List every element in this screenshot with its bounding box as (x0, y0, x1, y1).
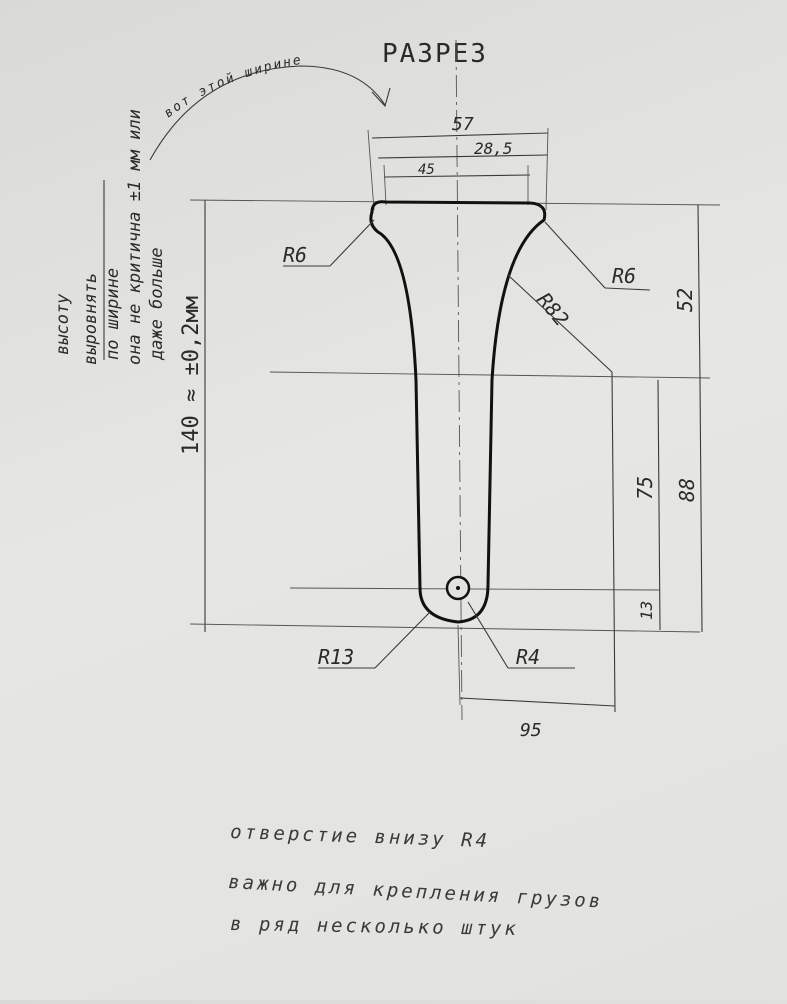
note-line-3: в ряд несколько штук (230, 913, 519, 940)
left-note-3: по ширине (103, 268, 123, 360)
dim-75: 75 (633, 476, 657, 500)
section-title: РАЗРЕЗ (382, 39, 488, 69)
radius-r13: R13 (318, 645, 354, 669)
dim-95: 95 (520, 720, 542, 741)
left-note-5: даже больше (147, 247, 167, 361)
note-line-2: важно для крепления грузов (228, 871, 604, 913)
part-section (369, 200, 547, 624)
radius-r6-left: R6 (283, 243, 307, 267)
radius-r4: R4 (516, 645, 540, 669)
height-label: 140 ≈ ±0,2мм (179, 296, 204, 455)
width-note-arrow (149, 65, 386, 161)
left-note-1: высоту (53, 293, 73, 355)
dim-52: 52 (673, 288, 697, 312)
width-note: вот этой ширине (161, 53, 304, 122)
arrowhead-icon (371, 87, 391, 108)
dim-13: 13 (637, 601, 656, 620)
dim-45: 45 (418, 162, 435, 178)
dim-57: 57 (452, 114, 474, 135)
radius-r82: R82 (532, 288, 574, 331)
radius-r6-right: R6 (612, 264, 636, 288)
left-note-2: выровнять (81, 273, 101, 365)
center-line (455, 39, 463, 721)
dim-88: 88 (675, 478, 699, 502)
left-note-4: она не критична ±1 мм или (125, 109, 145, 365)
note-line-1: отверстие внизу R4 (230, 821, 491, 852)
left-notes: высоту выровнять по ширине она не критич… (53, 109, 167, 365)
dim-28-5: 28,5 (474, 139, 513, 158)
